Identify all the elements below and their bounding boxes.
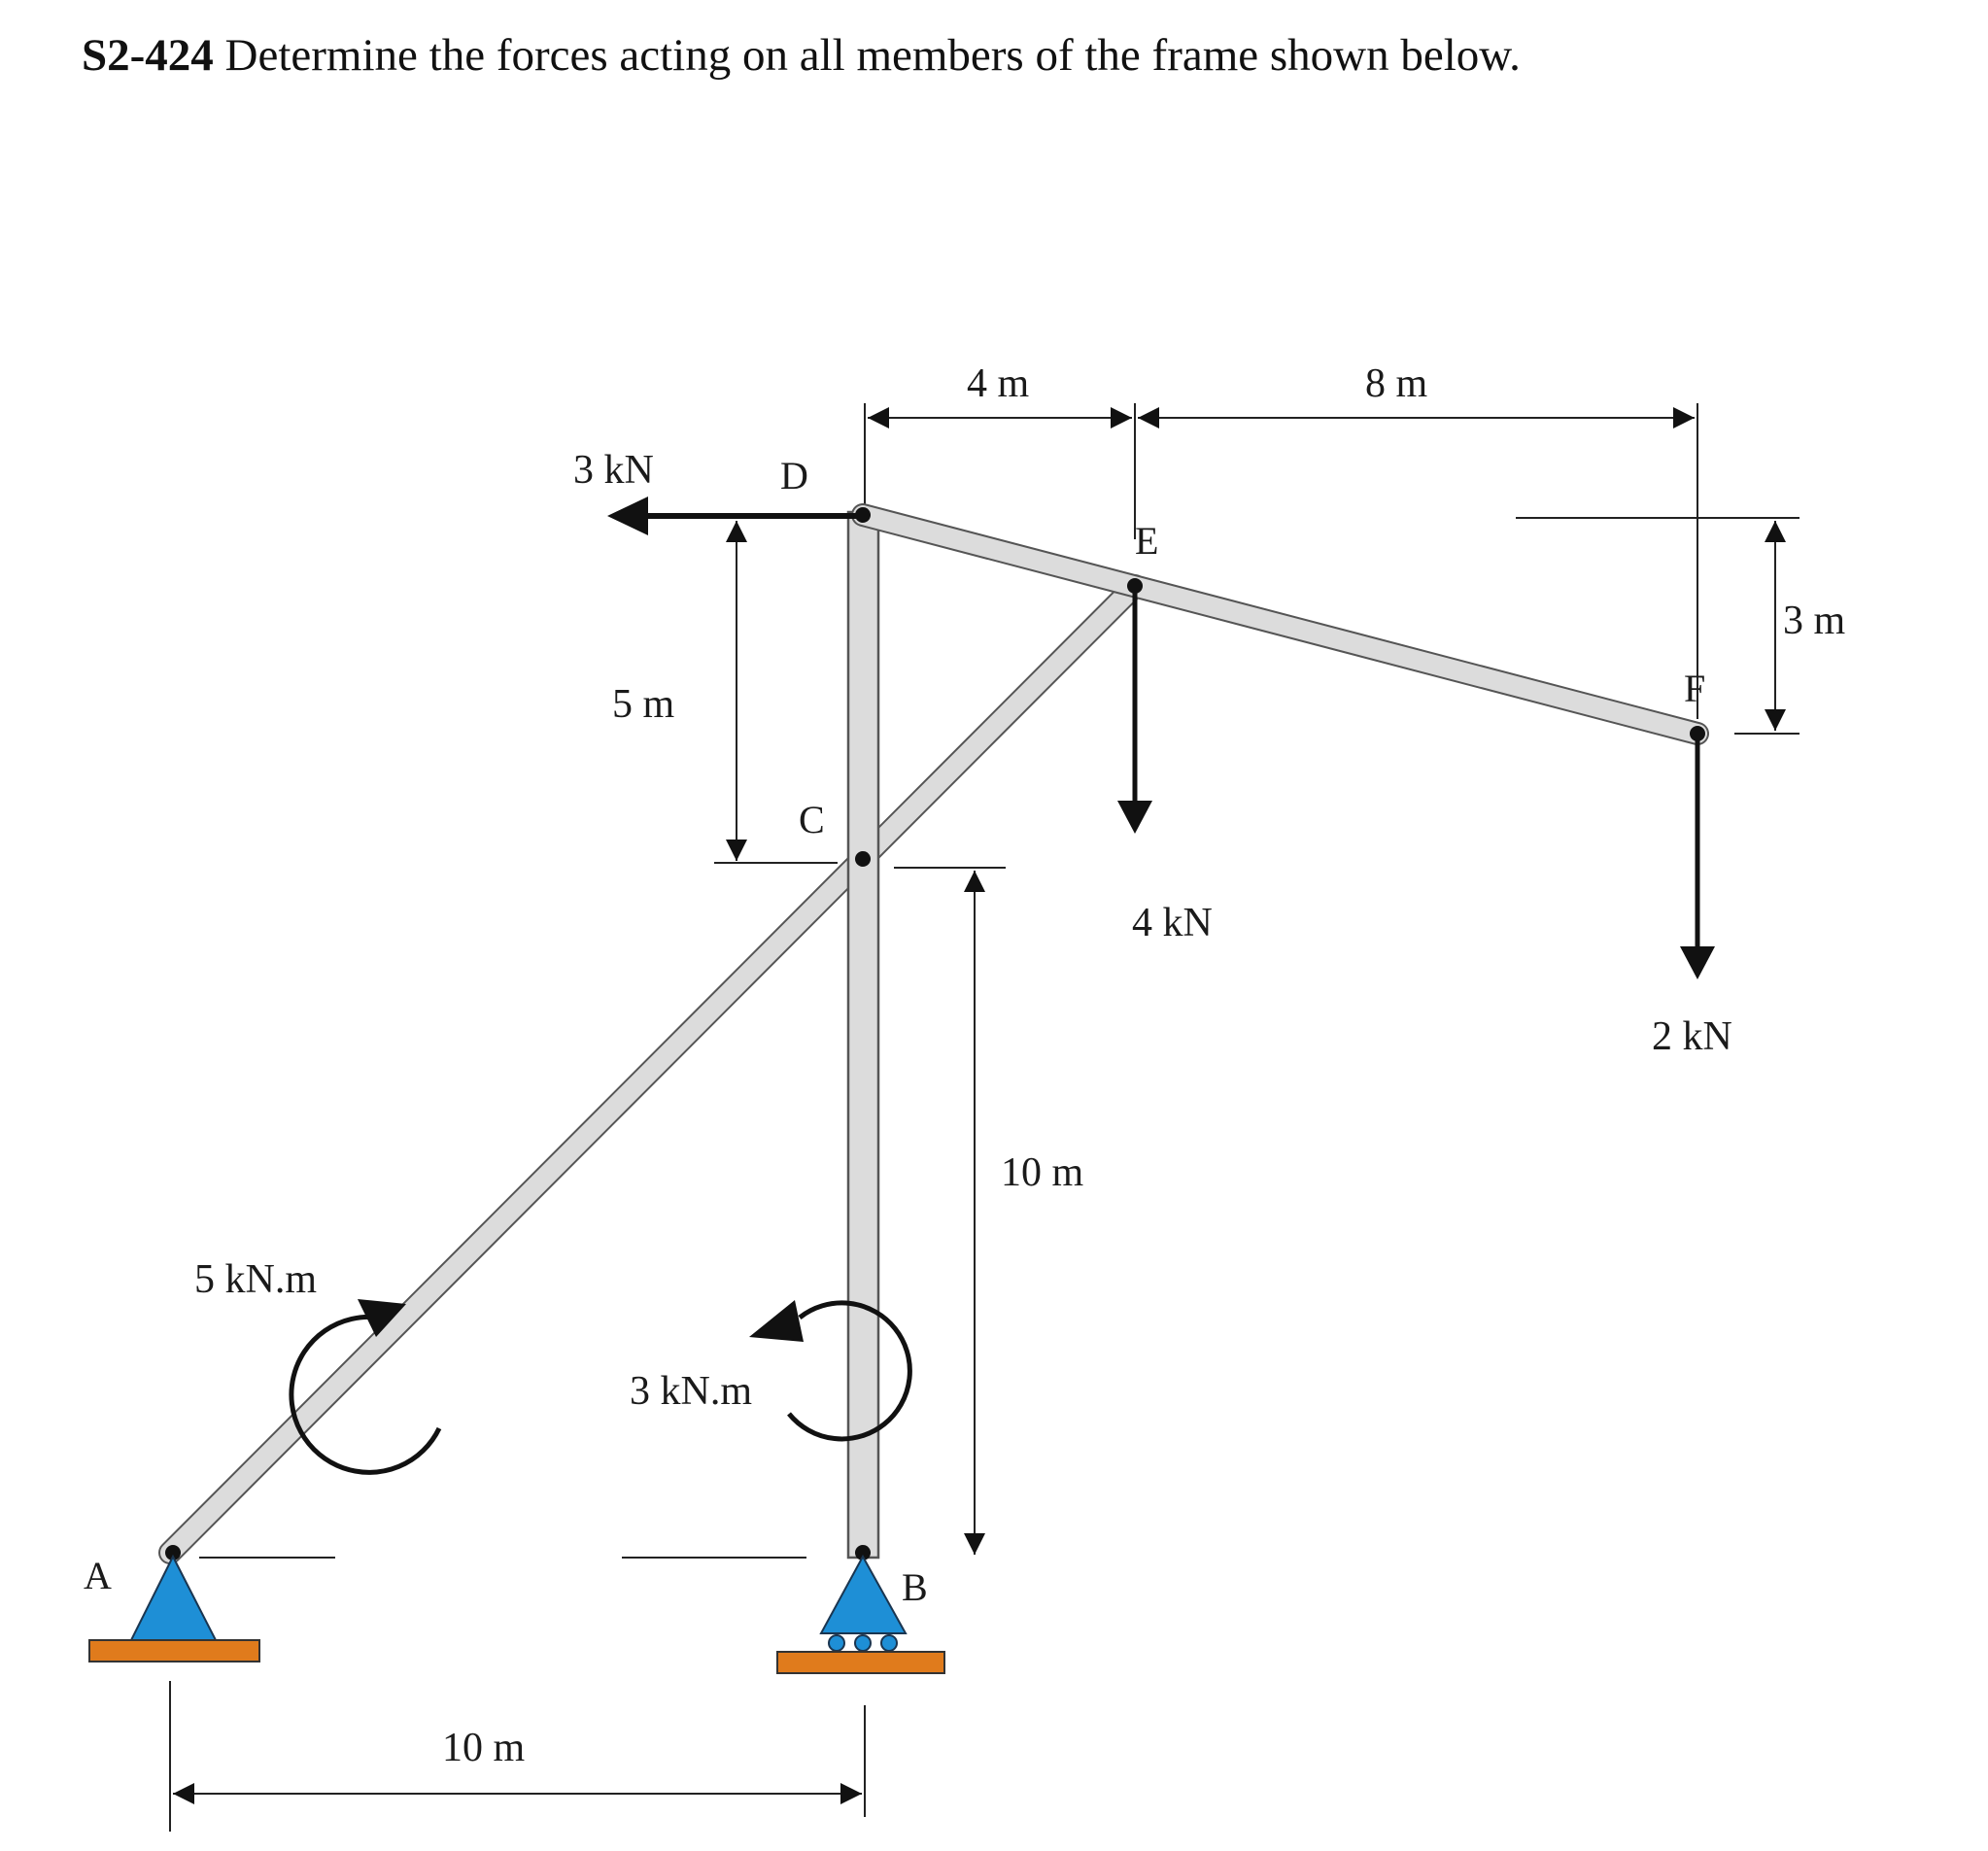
moment-arrow-ae xyxy=(289,1299,442,1475)
pin-a xyxy=(165,1545,181,1560)
force-arrow-d xyxy=(607,497,857,535)
force-arrow-e xyxy=(1117,593,1152,834)
pin-f xyxy=(1690,726,1705,741)
label-dim-c-b: 10 m xyxy=(1001,1150,1084,1195)
label-force-f: 2 kN xyxy=(1652,1014,1732,1059)
moment-arrow-bd xyxy=(749,1300,912,1442)
pin-support-a xyxy=(88,1554,260,1662)
pin-e xyxy=(1127,578,1143,594)
label-dim-d-e: 4 m xyxy=(967,361,1030,406)
dimension-lines xyxy=(173,407,1786,1804)
problem-number: S2-424 xyxy=(82,30,214,81)
label-moment-ae: 5 kN.m xyxy=(194,1257,317,1302)
problem-statement: S2-424 Determine the forces acting on al… xyxy=(82,29,1521,82)
member-ae xyxy=(158,574,1147,1564)
label-point-b: B xyxy=(902,1565,928,1609)
roller-3 xyxy=(880,1634,898,1652)
roller-2 xyxy=(854,1634,872,1652)
label-dim-d-c: 5 m xyxy=(612,682,675,727)
label-point-d: D xyxy=(780,454,808,497)
extension-lines xyxy=(169,403,1799,1832)
label-dim-e-f: 8 m xyxy=(1365,361,1428,406)
ground-a xyxy=(88,1639,260,1662)
pins xyxy=(165,507,1705,1560)
label-dim-drop: 3 m xyxy=(1783,599,1846,643)
member-df xyxy=(851,503,1709,745)
label-point-e: E xyxy=(1135,519,1158,563)
label-point-c: C xyxy=(799,798,825,841)
roller-support-b xyxy=(776,1554,945,1674)
label-force-d: 3 kN xyxy=(573,448,654,493)
label-force-e: 4 kN xyxy=(1132,901,1213,945)
problem-text: Determine the forces acting on all membe… xyxy=(224,30,1521,81)
label-dim-a-b: 10 m xyxy=(442,1726,526,1770)
roller-1 xyxy=(828,1634,845,1652)
pin-d xyxy=(855,507,871,523)
pin-c xyxy=(855,851,871,867)
label-point-f: F xyxy=(1684,667,1705,710)
label-point-a: A xyxy=(84,1554,112,1597)
ground-b xyxy=(776,1651,945,1674)
label-moment-bd: 3 kN.m xyxy=(630,1369,752,1414)
member-bd xyxy=(846,510,880,1560)
force-arrow-f xyxy=(1680,740,1715,979)
pin-b xyxy=(855,1545,871,1560)
